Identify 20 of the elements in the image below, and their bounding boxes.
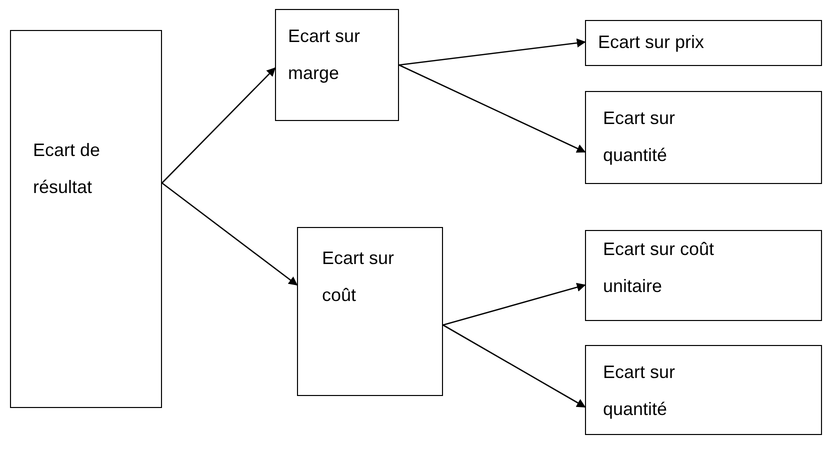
process-box <box>10 30 162 408</box>
process-box <box>585 20 822 66</box>
arrow <box>398 64 586 153</box>
arrow <box>442 324 586 408</box>
arrow <box>162 67 276 184</box>
box-text: Ecart sur marge <box>288 25 362 85</box>
arrow <box>442 282 586 326</box>
process-box <box>585 230 822 321</box>
box-text: Ecart sur quantité <box>603 107 676 167</box>
box-text: Ecart sur coût unitaire <box>603 238 716 298</box>
process-box <box>297 227 443 396</box>
process-box <box>585 91 822 184</box>
box-text: Ecart sur prix <box>598 31 706 54</box>
arrow <box>398 38 586 66</box>
process-box <box>585 345 822 435</box>
box-text: Ecart sur coût <box>322 247 396 307</box>
arrow <box>162 182 298 286</box>
process-box <box>275 9 399 121</box>
box-text: Ecart de résultat <box>33 139 102 199</box>
box-text: Ecart sur quantité <box>603 361 676 421</box>
